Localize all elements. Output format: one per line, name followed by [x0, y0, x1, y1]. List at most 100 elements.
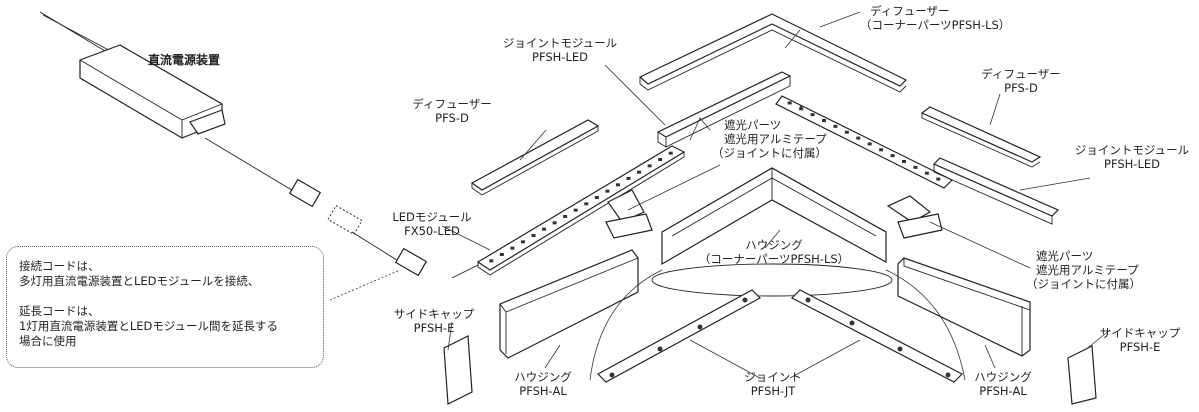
- joint-label: ジョイント PFSH-JT: [744, 370, 802, 398]
- diffuser-right: [920, 106, 1042, 168]
- housing-corner: [661, 167, 887, 266]
- callout-line1: 接続コードは、: [19, 259, 100, 273]
- shade-part-right-label-line1: 遮光パーツ: [1036, 249, 1094, 263]
- joint-screw-hole: [805, 297, 811, 303]
- cord-usage-callout: 接続コードは、 多灯用直流電源装置とLEDモジュールを接続、 延長コードは、 1…: [6, 246, 324, 368]
- shade-part-right-label-line2: 遮光用アルミテープ: [1036, 263, 1139, 277]
- joint-module-right-label-line2: PFSH-LED: [1104, 157, 1160, 171]
- housing-right-label: ハウジング PFSH-AL: [974, 370, 1032, 398]
- callout-line4: 1灯用直流電源装置とLEDモジュール間を延長する: [19, 319, 279, 333]
- cord-connector: [288, 178, 322, 208]
- housing-right-label-line2: PFSH-AL: [979, 384, 1027, 398]
- diffuser-left-label-line2: PFS-D: [435, 111, 469, 125]
- side-cap-left: [443, 335, 473, 405]
- diffuser-right-label-line1: ディフューザー: [981, 67, 1061, 81]
- diffuser-left: [470, 119, 600, 196]
- led-module-label-line2: FX50-LED: [404, 224, 460, 238]
- led-chip: [531, 234, 536, 237]
- led-chip: [563, 215, 568, 218]
- led-chip: [573, 208, 578, 212]
- diffuser-corner-label-line2: （コーナーパーツPFSH-LS）: [860, 18, 1011, 32]
- joint-screw-hole: [849, 320, 855, 326]
- led-chip: [510, 246, 515, 250]
- joint-plate-left: [597, 289, 761, 383]
- led-chip: [833, 124, 838, 128]
- side-cap-left-label: サイドキャップ PFSH-E: [394, 307, 475, 335]
- power-supply-label: 直流電源装置: [148, 53, 221, 67]
- diffuser-right-label: ディフューザー PFS-D: [981, 67, 1060, 95]
- led-chips-upper: [787, 101, 941, 181]
- led-chip: [637, 170, 642, 174]
- joint-module-left-label-line2: PFSH-LED: [532, 50, 588, 64]
- diffuser-corner: [638, 13, 908, 93]
- diffuser-left-label: ディフューザー PFS-D: [412, 97, 491, 125]
- led-chip: [520, 240, 525, 244]
- led-chip: [489, 259, 494, 263]
- joint-module-left-label: ジョイントモジュール PFSH-LED: [503, 36, 617, 64]
- led-chip: [924, 171, 929, 175]
- extension-connector-dashed: [327, 204, 363, 236]
- led-chip: [615, 183, 620, 187]
- shade-part-right-label: 遮光パーツ 遮光用アルミテープ （ジョイントに付属）: [1026, 249, 1141, 291]
- led-module-label: LEDモジュール FX50-LED: [392, 210, 471, 238]
- led-chip: [668, 151, 673, 155]
- shade-part-left: [605, 189, 653, 239]
- housing-corner-label: ハウジング （コーナーパーツPFSH-LS）: [699, 238, 849, 266]
- housing-right-label-line1: ハウジング: [974, 370, 1032, 384]
- led-chip: [844, 130, 849, 134]
- shade-part-top-label: 遮光パーツ 遮光用アルミテープ （ジョイントに付属）: [712, 118, 827, 160]
- led-chip: [626, 177, 631, 180]
- joint-label-line2: PFSH-JT: [750, 384, 796, 398]
- led-chip: [810, 113, 815, 117]
- side-cap-right-label-line2: PFSH-E: [1119, 340, 1161, 354]
- led-chips-left: [489, 151, 673, 263]
- diffuser-right-label-line2: PFS-D: [1004, 81, 1038, 95]
- led-chip: [867, 142, 872, 146]
- joint-screw-hole: [657, 346, 663, 352]
- led-chip: [856, 136, 861, 140]
- joint-screw-hole: [609, 372, 615, 378]
- led-chip: [879, 148, 884, 152]
- joint-screw-hole: [897, 346, 903, 352]
- led-chip: [584, 202, 589, 206]
- led-chip: [902, 160, 906, 163]
- led-chip: [552, 221, 557, 225]
- led-chip: [822, 119, 826, 122]
- joint-module-right-label-line1: ジョイントモジュール: [1074, 143, 1190, 157]
- shade-part-top-label-line3: （ジョイントに付属）: [712, 146, 827, 160]
- joint-module-left-label-line1: ジョイントモジュール: [502, 36, 618, 50]
- housing-corner-label-line1: ハウジング: [745, 238, 803, 252]
- joint-screw-hole: [697, 324, 703, 330]
- led-chip: [605, 189, 610, 193]
- shade-part-right-label-line3: （ジョイントに付属）: [1026, 277, 1141, 291]
- led-connector: [394, 247, 428, 277]
- led-chip: [936, 177, 941, 181]
- side-cap-right-label-line1: サイドキャップ: [1099, 326, 1181, 340]
- joint-plate-right: [790, 289, 964, 383]
- housing-left: [499, 249, 639, 359]
- shade-part-right: [886, 195, 943, 239]
- led-chip: [787, 101, 792, 105]
- housing-corner-label-line2: （コーナーパーツPFSH-LS）: [698, 252, 850, 266]
- housing-left-label: ハウジング PFSH-AL: [514, 370, 572, 398]
- diffuser-corner-label-line1: ディフューザー: [870, 4, 950, 18]
- callout-line5: 場合に使用: [19, 334, 77, 348]
- led-chip: [799, 107, 804, 111]
- led-chip: [647, 164, 652, 168]
- led-chip: [542, 227, 547, 231]
- housing-right: [897, 257, 1031, 357]
- led-chip: [913, 165, 918, 169]
- joint-module-left: [656, 71, 792, 148]
- side-cap-left-label-line1: サイドキャップ: [393, 307, 475, 321]
- led-chip: [890, 154, 895, 158]
- side-cap-left-label-line2: PFSH-E: [413, 321, 455, 335]
- joint-module-right: [932, 157, 1060, 225]
- power-output-cord: [204, 137, 306, 199]
- power-supply-unit: [79, 44, 226, 139]
- diffuser-left-label-line1: ディフューザー: [412, 97, 492, 111]
- led-chip: [594, 196, 599, 199]
- joint-label-line1: ジョイント: [744, 370, 802, 384]
- led-module-label-line1: LEDモジュール: [392, 210, 472, 224]
